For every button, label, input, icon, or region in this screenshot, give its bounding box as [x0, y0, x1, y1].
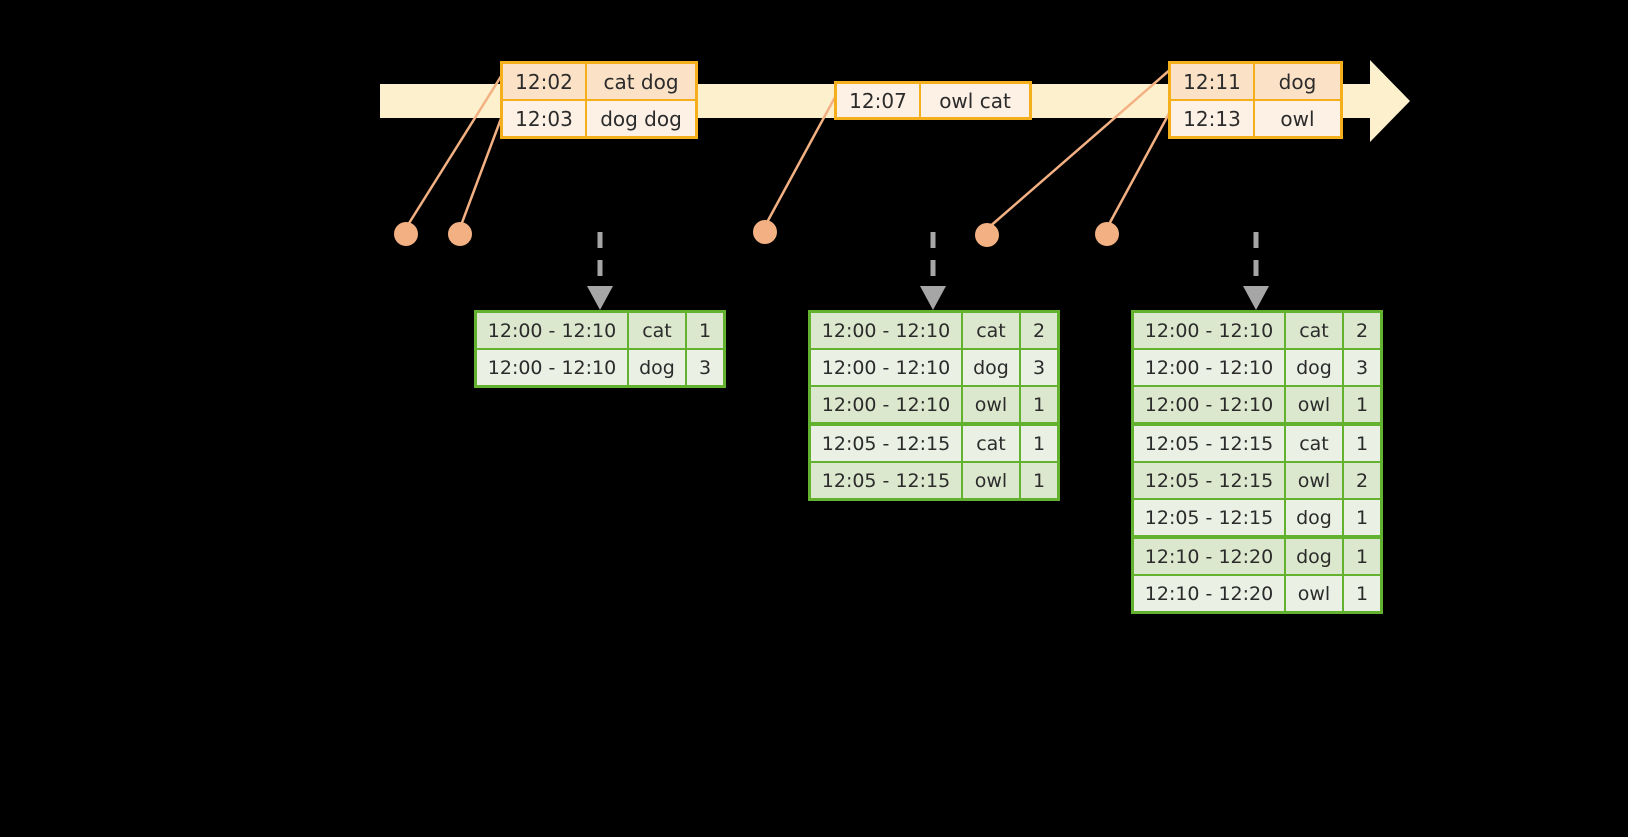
event-timestamp: 12:02	[503, 64, 587, 99]
count-cell: 2	[1021, 313, 1057, 348]
trigger-arrow-layer	[587, 232, 1269, 310]
event-timestamp: 12:13	[1171, 101, 1255, 136]
event-timestamp: 12:03	[503, 101, 587, 136]
key-cell: owl	[1286, 387, 1342, 422]
arrowhead-icon	[1243, 286, 1269, 310]
trigger-arrow-3	[1243, 232, 1269, 310]
key-cell: owl	[963, 463, 1019, 498]
count-cell: 1	[1021, 426, 1057, 461]
count-cell: 1	[1021, 387, 1057, 422]
event-dot-1203	[448, 222, 472, 246]
key-cell: owl	[1286, 576, 1342, 611]
count-cell: 3	[1344, 350, 1380, 385]
key-cell: cat	[1286, 313, 1342, 348]
count-cell: 1	[1344, 500, 1380, 535]
count-cell: 1	[1344, 426, 1380, 461]
event-words: dog	[1255, 64, 1340, 99]
trigger-arrow-1	[587, 232, 613, 310]
count-cell: 1	[1344, 387, 1380, 422]
count-cell: 2	[1344, 463, 1380, 498]
connector-1203	[458, 107, 507, 229]
event-words: owl	[1255, 101, 1340, 136]
window-cell: 12:05 - 12:15	[1134, 500, 1284, 535]
count-cell: 2	[1344, 313, 1380, 348]
window-cell: 12:10 - 12:20	[1134, 576, 1284, 611]
window-cell: 12:00 - 12:10	[1134, 350, 1284, 385]
window-cell: 12:00 - 12:10	[1134, 387, 1284, 422]
event-dot-1213	[1095, 222, 1119, 246]
window-cell: 12:00 - 12:10	[477, 313, 627, 348]
key-cell: cat	[1286, 426, 1342, 461]
count-cell: 1	[1021, 463, 1057, 498]
key-cell: dog	[963, 350, 1019, 385]
window-cell: 12:00 - 12:10	[1134, 313, 1284, 348]
event-timestamp: 12:11	[1171, 64, 1255, 99]
connector-1213	[1105, 107, 1174, 229]
key-cell: owl	[1286, 463, 1342, 498]
event-dot-1202	[394, 222, 418, 246]
window-cell: 12:05 - 12:15	[1134, 426, 1284, 461]
count-cell: 3	[687, 350, 723, 385]
count-cell: 3	[1021, 350, 1057, 385]
key-cell: cat	[629, 313, 685, 348]
event-words: cat dog	[587, 64, 695, 99]
key-cell: owl	[963, 387, 1019, 422]
key-cell: cat	[963, 426, 1019, 461]
key-cell: dog	[1286, 350, 1342, 385]
key-cell: dog	[1286, 539, 1342, 574]
connector-1207	[763, 87, 842, 227]
window-cell: 12:00 - 12:10	[477, 350, 627, 385]
arrowhead-icon	[587, 286, 613, 310]
connector-1202	[404, 69, 507, 229]
window-cell: 12:05 - 12:15	[1134, 463, 1284, 498]
key-cell: dog	[1286, 500, 1342, 535]
event-dot-1211	[975, 223, 999, 247]
window-cell: 12:00 - 12:10	[811, 387, 961, 422]
count-cell: 1	[687, 313, 723, 348]
window-cell: 12:00 - 12:10	[811, 350, 961, 385]
event-dot-1207	[753, 220, 777, 244]
key-cell: cat	[963, 313, 1019, 348]
window-cell: 12:05 - 12:15	[811, 426, 961, 461]
arrowhead-icon	[920, 286, 946, 310]
key-cell: dog	[629, 350, 685, 385]
event-words: owl cat	[921, 84, 1029, 117]
event-timestamp: 12:07	[837, 84, 921, 117]
window-cell: 12:00 - 12:10	[811, 313, 961, 348]
window-cell: 12:10 - 12:20	[1134, 539, 1284, 574]
event-words: dog dog	[587, 101, 695, 136]
window-cell: 12:05 - 12:15	[811, 463, 961, 498]
count-cell: 1	[1344, 539, 1380, 574]
trigger-arrow-2	[920, 232, 946, 310]
count-cell: 1	[1344, 576, 1380, 611]
